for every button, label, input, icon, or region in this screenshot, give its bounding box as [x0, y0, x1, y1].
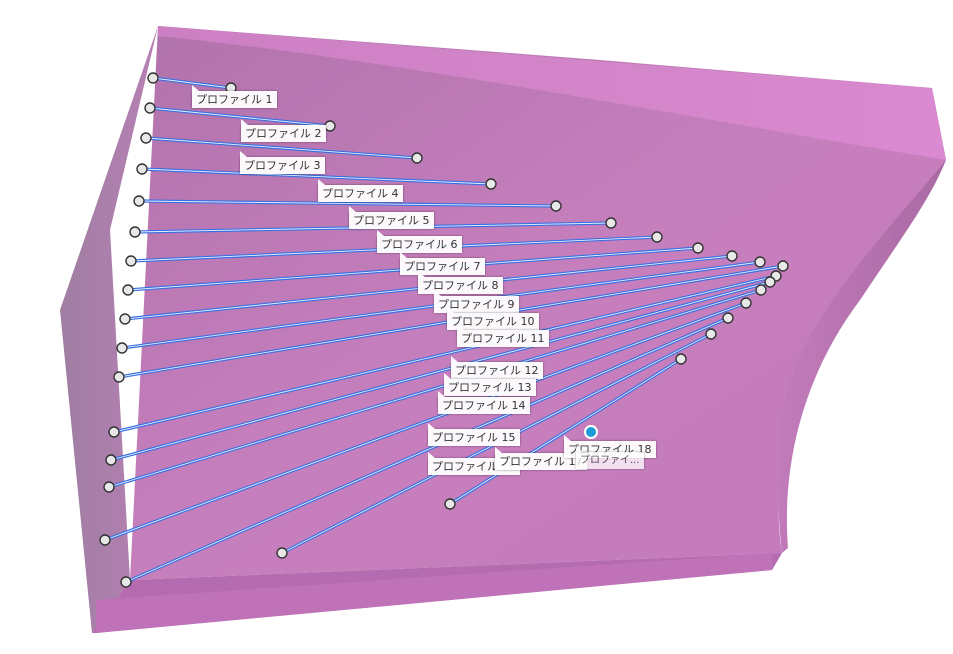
profile-handles-group	[99, 72, 789, 588]
top-face[interactable]	[158, 26, 946, 160]
profile-label-truncated[interactable]: プロファイ...	[576, 446, 644, 469]
profile-17-end-handle[interactable]	[705, 328, 717, 340]
profile-label-11[interactable]: プロファイル 11	[457, 324, 549, 347]
profile-1-start-handle[interactable]	[147, 72, 159, 84]
profile-9-start-handle[interactable]	[119, 313, 131, 325]
profile-line-highlight-2	[149, 107, 331, 127]
profile-8-end-handle[interactable]	[692, 242, 704, 254]
profile-2-end-handle[interactable]	[324, 120, 336, 132]
profile-label-6[interactable]: プロファイル 6	[377, 230, 462, 253]
profile-9-end-handle[interactable]	[726, 250, 738, 262]
profile-7-end-handle[interactable]	[651, 231, 663, 243]
curved-right-face[interactable]	[778, 160, 946, 553]
profile-line-highlight-1	[152, 77, 232, 89]
profile-label-15[interactable]: プロファイル 15	[428, 423, 520, 446]
profile-3-end-handle[interactable]	[411, 152, 423, 164]
profile-14-end-handle[interactable]	[755, 284, 767, 296]
profile-18-end-handle[interactable]	[675, 353, 687, 365]
profile-label-17[interactable]: プロファイル 17	[495, 447, 587, 470]
profile-15-end-handle[interactable]	[740, 297, 752, 309]
profile-label-5[interactable]: プロファイル 5	[349, 206, 434, 229]
profile-line-highlight-15	[104, 302, 747, 541]
profile-label-7[interactable]: プロファイル 7	[400, 252, 485, 275]
profile-line-highlight-5	[138, 200, 557, 207]
profile-label-10[interactable]: プロファイル 10	[447, 307, 539, 330]
profile-label-3[interactable]: プロファイル 3	[240, 151, 325, 174]
profile-label-9[interactable]: プロファイル 9	[434, 290, 519, 313]
profile-13-start-handle[interactable]	[105, 454, 117, 466]
profile-label-12[interactable]: プロファイル 12	[451, 356, 543, 379]
profile-label-1[interactable]: プロファイル 1	[192, 85, 277, 108]
profile-line-highlight-14	[108, 289, 762, 488]
profile-11-start-handle[interactable]	[113, 371, 125, 383]
profile-6-end-handle[interactable]	[605, 217, 617, 229]
profile-5-end-handle[interactable]	[550, 200, 562, 212]
profile-14-start-handle[interactable]	[103, 481, 115, 493]
profile-16-start-handle[interactable]	[120, 576, 132, 588]
profile-line-highlight-13	[110, 281, 771, 461]
profile-8-start-handle[interactable]	[122, 284, 134, 296]
profile-5-start-handle[interactable]	[133, 195, 145, 207]
profile-10-start-handle[interactable]	[116, 342, 128, 354]
profile-15-start-handle[interactable]	[99, 534, 111, 546]
profile-18-start-handle[interactable]	[444, 498, 456, 510]
profile-16-end-handle[interactable]	[722, 312, 734, 324]
profile-label-4[interactable]: プロファイル 4	[318, 179, 403, 202]
profile-4-end-handle[interactable]	[485, 178, 497, 190]
profile-10-end-handle[interactable]	[754, 256, 766, 268]
profile-3-start-handle[interactable]	[140, 132, 152, 144]
profile-17-start-handle[interactable]	[276, 547, 288, 559]
profile-line-highlight-3	[145, 137, 418, 159]
left-side-face[interactable]	[60, 26, 158, 633]
profile-11-end-handle[interactable]	[777, 260, 789, 272]
profile-line-highlight-12	[113, 275, 777, 433]
profile-6-start-handle[interactable]	[129, 226, 141, 238]
profile-7-start-handle[interactable]	[125, 255, 137, 267]
bottom-front-face[interactable]	[96, 553, 772, 633]
profile-line-highlight-18	[449, 358, 682, 505]
profile-13-end-handle[interactable]	[764, 276, 776, 288]
profile-line-highlight-4	[141, 168, 492, 185]
profile-label-2[interactable]: プロファイル 2	[241, 119, 326, 142]
profile-4-start-handle[interactable]	[136, 163, 148, 175]
profile-label-13[interactable]: プロファイル 13	[444, 373, 536, 396]
profile-line-highlight-16	[125, 317, 729, 583]
profile-2-start-handle[interactable]	[144, 102, 156, 114]
profile-12-start-handle[interactable]	[108, 426, 120, 438]
selected-point-handle[interactable]	[584, 425, 598, 439]
profile-label-14[interactable]: プロファイル 14	[438, 391, 530, 414]
main-face[interactable]	[130, 26, 946, 580]
profile-label-8[interactable]: プロファイル 8	[418, 271, 503, 294]
